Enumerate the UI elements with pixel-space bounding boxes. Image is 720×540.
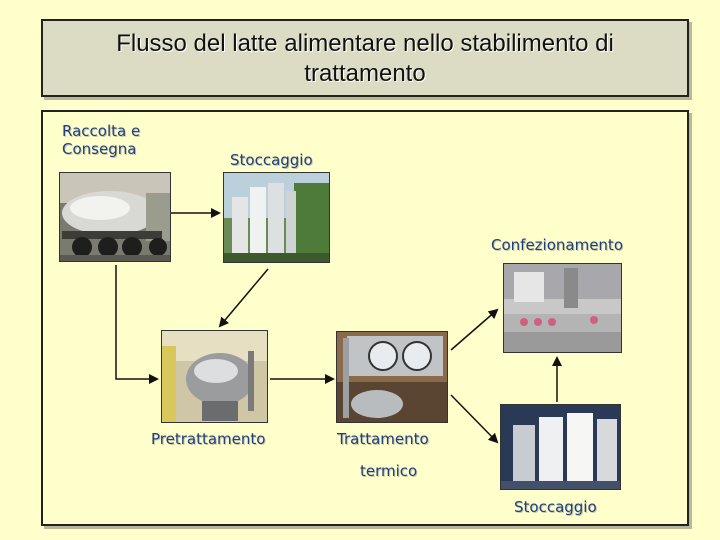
label-stoccaggio-top: Stoccaggio <box>230 151 313 169</box>
label-stoccaggio-bottom: Stoccaggio <box>514 498 597 516</box>
label-trattamento: Trattamento <box>337 430 429 448</box>
label-raccolta: Raccolta e Consegna <box>62 122 140 158</box>
label-raccolta-line2: Consegna <box>62 140 140 158</box>
title-line-1: Flusso del latte alimentare nello stabil… <box>43 29 687 59</box>
photo-storage-tanks <box>500 404 621 490</box>
photo-storage-silos <box>223 172 330 263</box>
label-confezionamento: Confezionamento <box>491 236 623 254</box>
photo-tanker-truck <box>59 172 171 262</box>
photo-separator <box>161 330 268 423</box>
label-termico: termico <box>360 462 417 480</box>
label-pretrattamento: Pretrattamento <box>151 430 265 448</box>
photo-heat-treatment <box>336 331 448 423</box>
title-line-2: trattamento <box>43 59 687 89</box>
photo-packaging-line <box>503 263 622 353</box>
title-box: Flusso del latte alimentare nello stabil… <box>41 19 689 97</box>
label-raccolta-line1: Raccolta e <box>62 122 140 140</box>
